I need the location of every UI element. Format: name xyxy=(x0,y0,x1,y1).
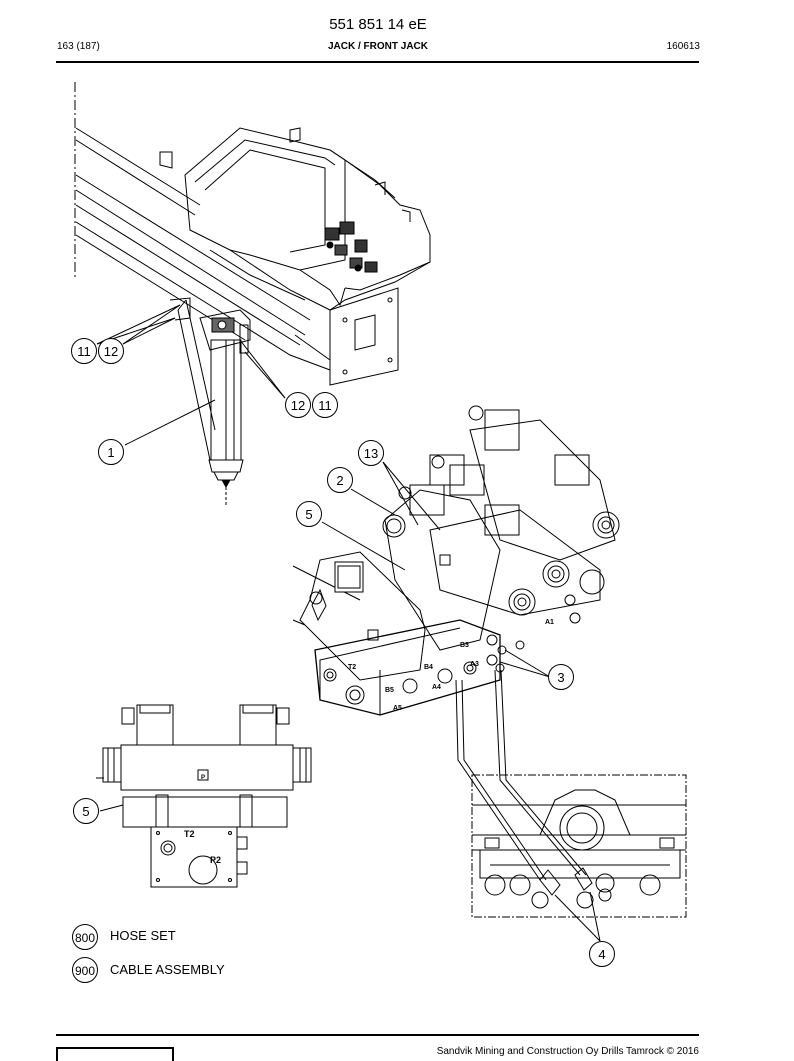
port-label-p2: P2 xyxy=(210,855,221,865)
callout-3 xyxy=(548,664,574,690)
leader-lines xyxy=(96,304,601,942)
detail-view-valve-item-5 xyxy=(96,704,312,888)
callout-2 xyxy=(327,467,353,493)
callout-5-label: 5 xyxy=(305,507,312,522)
footer-copyright: Sandvik Mining and Construction Oy Drill… xyxy=(436,1046,699,1057)
callout-3-label: 3 xyxy=(557,670,564,685)
callout-12-left xyxy=(98,338,124,364)
port-label-a3: A3 xyxy=(470,661,479,668)
callout-11-left-label: 11 xyxy=(77,344,91,359)
port-label-b4: B4 xyxy=(424,664,433,671)
legend-circle-800 xyxy=(72,924,98,950)
page-title: JACK / FRONT JACK xyxy=(327,41,428,52)
legend-circle-900 xyxy=(72,957,98,983)
date-code: 160613 xyxy=(666,41,700,52)
solenoid-coil-nuts xyxy=(309,405,620,616)
hose-lines xyxy=(455,669,587,881)
port-label-b3: B3 xyxy=(460,642,469,649)
callout-4 xyxy=(589,941,615,967)
callout-13-label: 13 xyxy=(364,446,378,461)
footer-divider xyxy=(56,1034,699,1036)
detail-view-jack-mount xyxy=(471,774,687,918)
document-number: 551 851 14 eE xyxy=(329,16,427,33)
callout-2-label: 2 xyxy=(336,473,343,488)
callout-5-detail xyxy=(73,798,99,824)
callout-12-right-label: 12 xyxy=(291,398,305,413)
port-label-a5: A5 xyxy=(393,705,402,712)
onboard-valve-cluster xyxy=(324,221,378,273)
callout-11-left xyxy=(71,338,97,364)
callout-1 xyxy=(98,439,124,465)
legend-text-cable-assembly: CABLE ASSEMBLY xyxy=(110,962,225,977)
port-label-t2: T2 xyxy=(184,829,195,839)
front-jack-leg xyxy=(177,299,249,506)
callout-11-right-label: 11 xyxy=(318,398,332,413)
callout-12-right xyxy=(285,392,311,418)
callout-5-detail-label: 5 xyxy=(82,804,89,819)
header-divider xyxy=(56,61,699,63)
legend-number-800: 800 xyxy=(75,931,95,945)
legend-text-hose-set: HOSE SET xyxy=(110,928,176,943)
port-label-a4: A4 xyxy=(432,684,441,691)
port-label-p: P xyxy=(201,775,205,781)
port-label-b5: B5 xyxy=(385,687,394,694)
callout-13 xyxy=(358,440,384,466)
callout-11-right xyxy=(312,392,338,418)
boom-frame-assembly xyxy=(74,82,431,386)
callout-12-left-label: 12 xyxy=(104,344,118,359)
callout-circles xyxy=(71,338,615,983)
legend-number-900: 900 xyxy=(75,964,95,978)
callout-1-label: 1 xyxy=(107,445,114,460)
port-label-t2-bank: T2 xyxy=(348,664,356,671)
callout-4-label: 4 xyxy=(598,947,605,962)
port-label-a1: A1 xyxy=(545,619,554,626)
sandvik-logo xyxy=(56,1047,174,1061)
page-number: 163 (187) xyxy=(57,41,100,52)
callout-5 xyxy=(296,501,322,527)
